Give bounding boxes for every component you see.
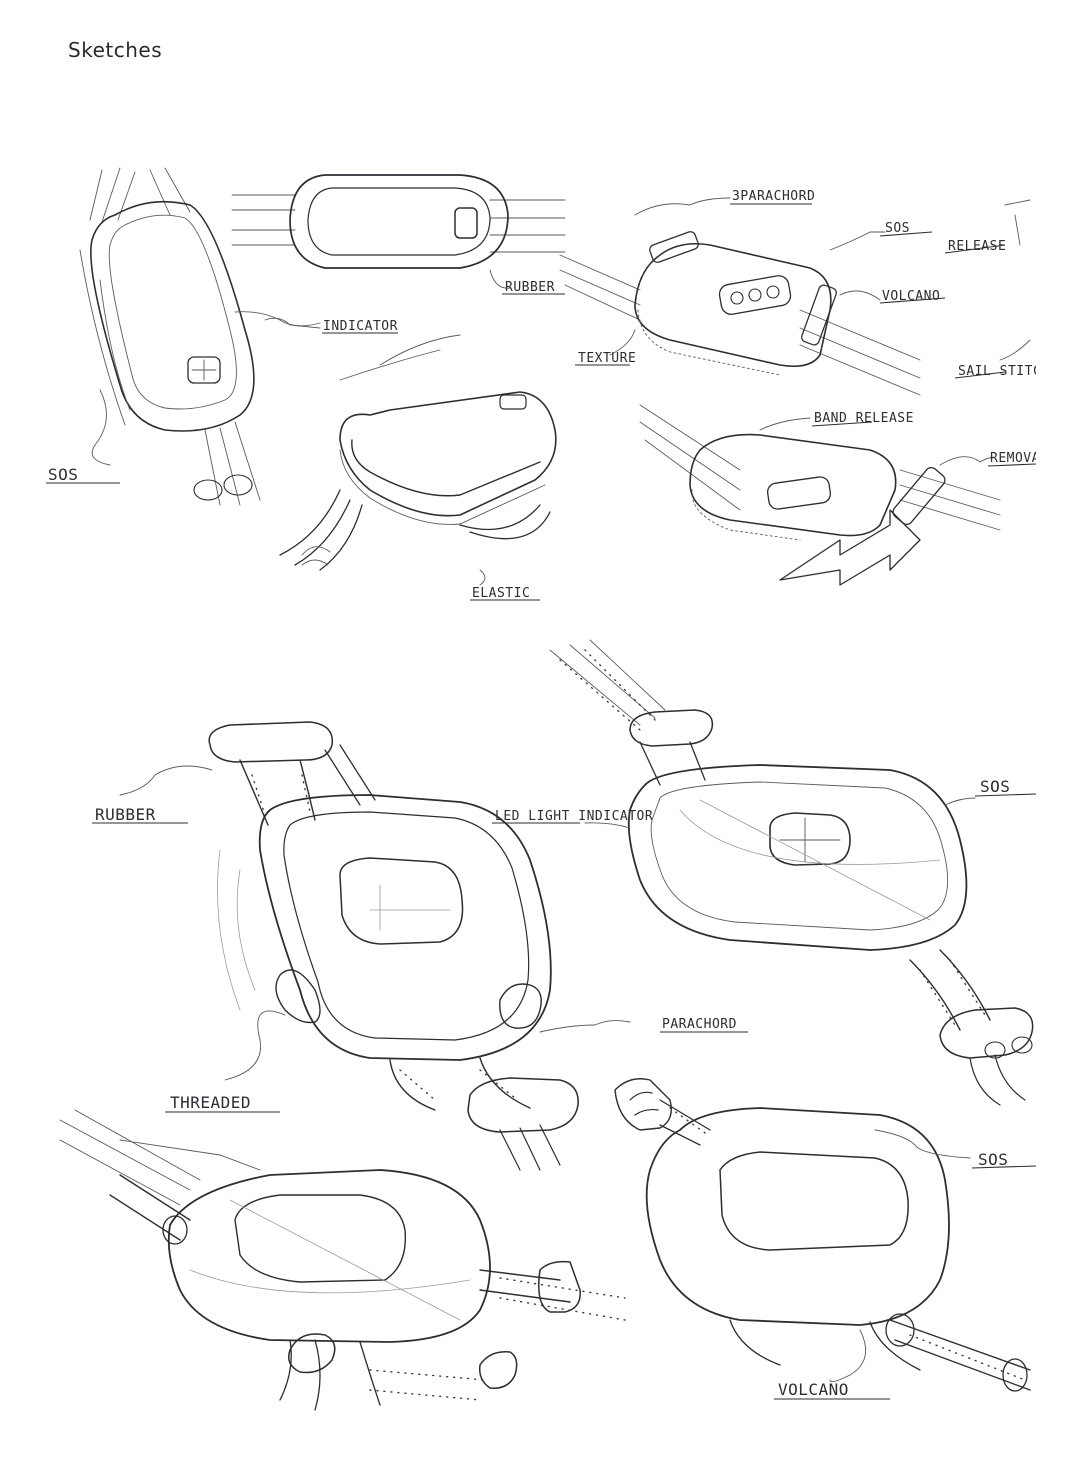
annotation-volcano: VOLCANO: [882, 289, 940, 304]
sketch-device-volcano-bottom: [614, 1078, 1031, 1392]
annotation-threaded: THREADED: [170, 1093, 251, 1112]
sketch-device-rubber: [208, 721, 579, 1171]
annotation-elastic: ELASTIC: [472, 586, 530, 601]
annotation-removal: REMOVA: [990, 451, 1036, 466]
annotation-led-light-indicator: LED LIGHT INDICATOR: [495, 809, 653, 824]
sketch-sheet-top: INDICATOR RUBBER SOS ELASTIC 3PARACHORD …: [40, 160, 1036, 605]
sketch-device-volcano: [559, 231, 921, 396]
sketch-sheet-bottom-drawing: RUBBER LED LIGHT INDICATOR SOS PARACHORD…: [59, 639, 1036, 1411]
sketch-device-threaded: [59, 1109, 626, 1411]
sketch-device-led: [549, 639, 1034, 1106]
annotation-volcano-bottom: VOLCANO: [778, 1380, 849, 1399]
annotation-sos-top: SOS: [980, 777, 1010, 796]
sketch-device-band-release: [639, 404, 1001, 586]
sketch-device-stacked: [279, 334, 557, 571]
annotation-texture: TEXTURE: [578, 351, 636, 366]
annotation-sos-bottom: SOS: [978, 1150, 1008, 1169]
annotation-rubber: RUBBER: [505, 280, 555, 295]
sketch-sheet-bottom: RUBBER LED LIGHT INDICATOR SOS PARACHORD…: [40, 630, 1036, 1430]
annotations-bottom: RUBBER LED LIGHT INDICATOR SOS PARACHORD…: [92, 765, 1036, 1400]
annotation-paracord-bottom: PARACHORD: [662, 1017, 737, 1032]
annotations-top: INDICATOR RUBBER SOS ELASTIC 3PARACHORD …: [46, 189, 1036, 601]
annotation-band-release: BAND RELEASE: [814, 411, 914, 426]
annotation-sos-left: SOS: [48, 465, 78, 484]
sketch-device-pill: [231, 174, 566, 269]
annotation-paracord: 3PARACHORD: [732, 189, 815, 204]
annotation-indicator: INDICATOR: [323, 319, 398, 334]
annotation-rubber-bottom: RUBBER: [95, 805, 156, 824]
sketch-device-tall: [79, 167, 321, 506]
sketch-sheet-top-drawing: INDICATOR RUBBER SOS ELASTIC 3PARACHORD …: [46, 167, 1036, 601]
annotation-sos-right: SOS: [885, 221, 910, 236]
page-title: Sketches: [68, 38, 163, 62]
